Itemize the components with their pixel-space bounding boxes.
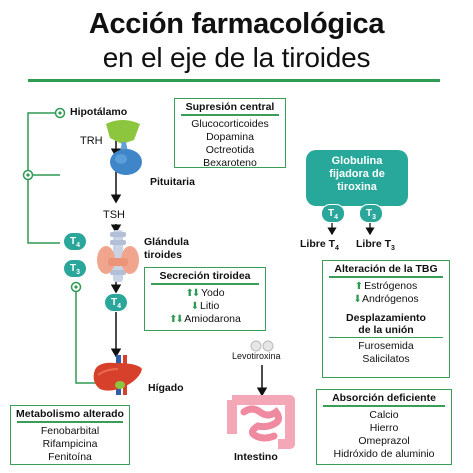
deficient-absorption-box: Absorción deficiente Calcio Hierro Omepr…: [316, 389, 452, 465]
trh-label: TRH: [80, 135, 103, 147]
free-t4-label: Libre T4: [300, 238, 339, 253]
pituitary-illustration: [106, 120, 142, 175]
list-item: Furosemida: [358, 340, 414, 352]
tbg-box: Globulina fijadora de tiroxina: [306, 150, 408, 206]
tsh-label: TSH: [103, 209, 125, 221]
page-title: Acción farmacológica: [88, 8, 385, 40]
box-divider: [329, 276, 443, 278]
liver-illustration: [93, 355, 142, 395]
list-item: ⬆ Estrógenos: [354, 279, 418, 292]
box-divider: [17, 421, 123, 423]
list-item: Octreotida: [205, 143, 255, 156]
t3-badge: T3: [64, 260, 86, 277]
tbg-t4-badge: T4: [321, 204, 345, 223]
down-arrow-icon: ⬇: [190, 300, 200, 312]
intestine-illustration: [227, 395, 295, 449]
list-item: ⬇ Litio: [190, 299, 220, 312]
free-t3-label: Libre T3: [356, 238, 395, 253]
list-item: Fenobarbital: [40, 424, 100, 437]
pituitary-label: Pituitaria: [150, 176, 195, 188]
list-item: Fenitoína: [48, 450, 92, 463]
tbg-line3: tiroxina: [337, 181, 377, 193]
union-displacement-title: Desplazamiento de la unión: [346, 311, 426, 336]
list-item: ⬆⬇ Yodo: [185, 286, 225, 299]
list-item: Bexaroteno: [203, 156, 257, 169]
central-suppression-box: Supresión central Glucocorticoides Dopam…: [174, 98, 286, 169]
box-divider: [323, 405, 445, 407]
altered-metabolism-title: Metabolismo alterado: [16, 408, 124, 420]
altered-metabolism-box: Metabolismo alterado Fenobarbital Rifamp…: [10, 405, 130, 465]
list-item: Dopamina: [206, 130, 254, 143]
up-arrow-icon: ⬆: [354, 280, 364, 292]
thyroid-secretion-box: Secreción tiroidea ⬆⬇ Yodo ⬇ Litio ⬆⬇ Am…: [144, 267, 266, 331]
up-down-arrow-icon: ⬆⬇: [169, 313, 184, 325]
thyroid-secretion-title: Secreción tiroidea: [159, 270, 251, 282]
levothyroxine-label: Levotiroxina: [232, 351, 281, 361]
list-item: Hidróxido de aluminio: [333, 447, 435, 460]
tbg-line2: fijadora de: [329, 168, 385, 180]
intestine-label: Intestino: [234, 451, 278, 463]
list-item: Hierro: [369, 421, 399, 434]
list-item: Glucocorticoides: [191, 117, 269, 130]
t3-liver-line: [75, 287, 98, 384]
thyroid-label-line2: tiroides: [144, 249, 182, 261]
box-divider: [329, 336, 443, 338]
down-arrow-icon: ⬇: [353, 293, 362, 305]
box-divider: [181, 114, 279, 116]
thyroid-illustration: [97, 230, 139, 282]
liver-label: Hígado: [148, 382, 184, 394]
thyroid-label-line1: Glándula: [144, 236, 189, 248]
title-divider: [28, 79, 440, 82]
list-item: Omeprazol: [358, 434, 410, 447]
tbg-alteration-title: Alteración de la TBG: [334, 263, 438, 275]
t4-badge-output: T4: [105, 294, 127, 311]
tbg-alteration-box: Alteración de la TBG ⬆ Estrógenos ⬇ Andr…: [322, 260, 450, 378]
tbg-t3-badge: T3: [359, 204, 383, 223]
levothyroxine-pills: [250, 340, 274, 352]
list-item: ⬆⬇ Amiodarona: [169, 312, 241, 325]
tbg-line1: Globulina: [331, 155, 383, 167]
list-item: Calcio: [369, 408, 399, 421]
pituitary-gland-shape: [110, 149, 142, 175]
list-item: Salicilatos: [362, 353, 410, 365]
list-item: ⬇ Andrógenos: [353, 292, 419, 305]
page-subtitle: en el eje de la tiroides: [102, 42, 371, 73]
t4-badge: T4: [64, 233, 86, 250]
central-suppression-title: Supresión central: [185, 101, 275, 113]
box-divider: [151, 283, 259, 285]
hypothalamus-label: Hipotálamo: [70, 106, 128, 118]
feedback-bracket-line: [27, 112, 60, 244]
deficient-absorption-title: Absorción deficiente: [332, 392, 436, 404]
list-item: Rifampicina: [42, 437, 98, 450]
hypothalamus-shape: [106, 120, 140, 144]
up-down-arrow-icon: ⬆⬇: [185, 287, 200, 299]
